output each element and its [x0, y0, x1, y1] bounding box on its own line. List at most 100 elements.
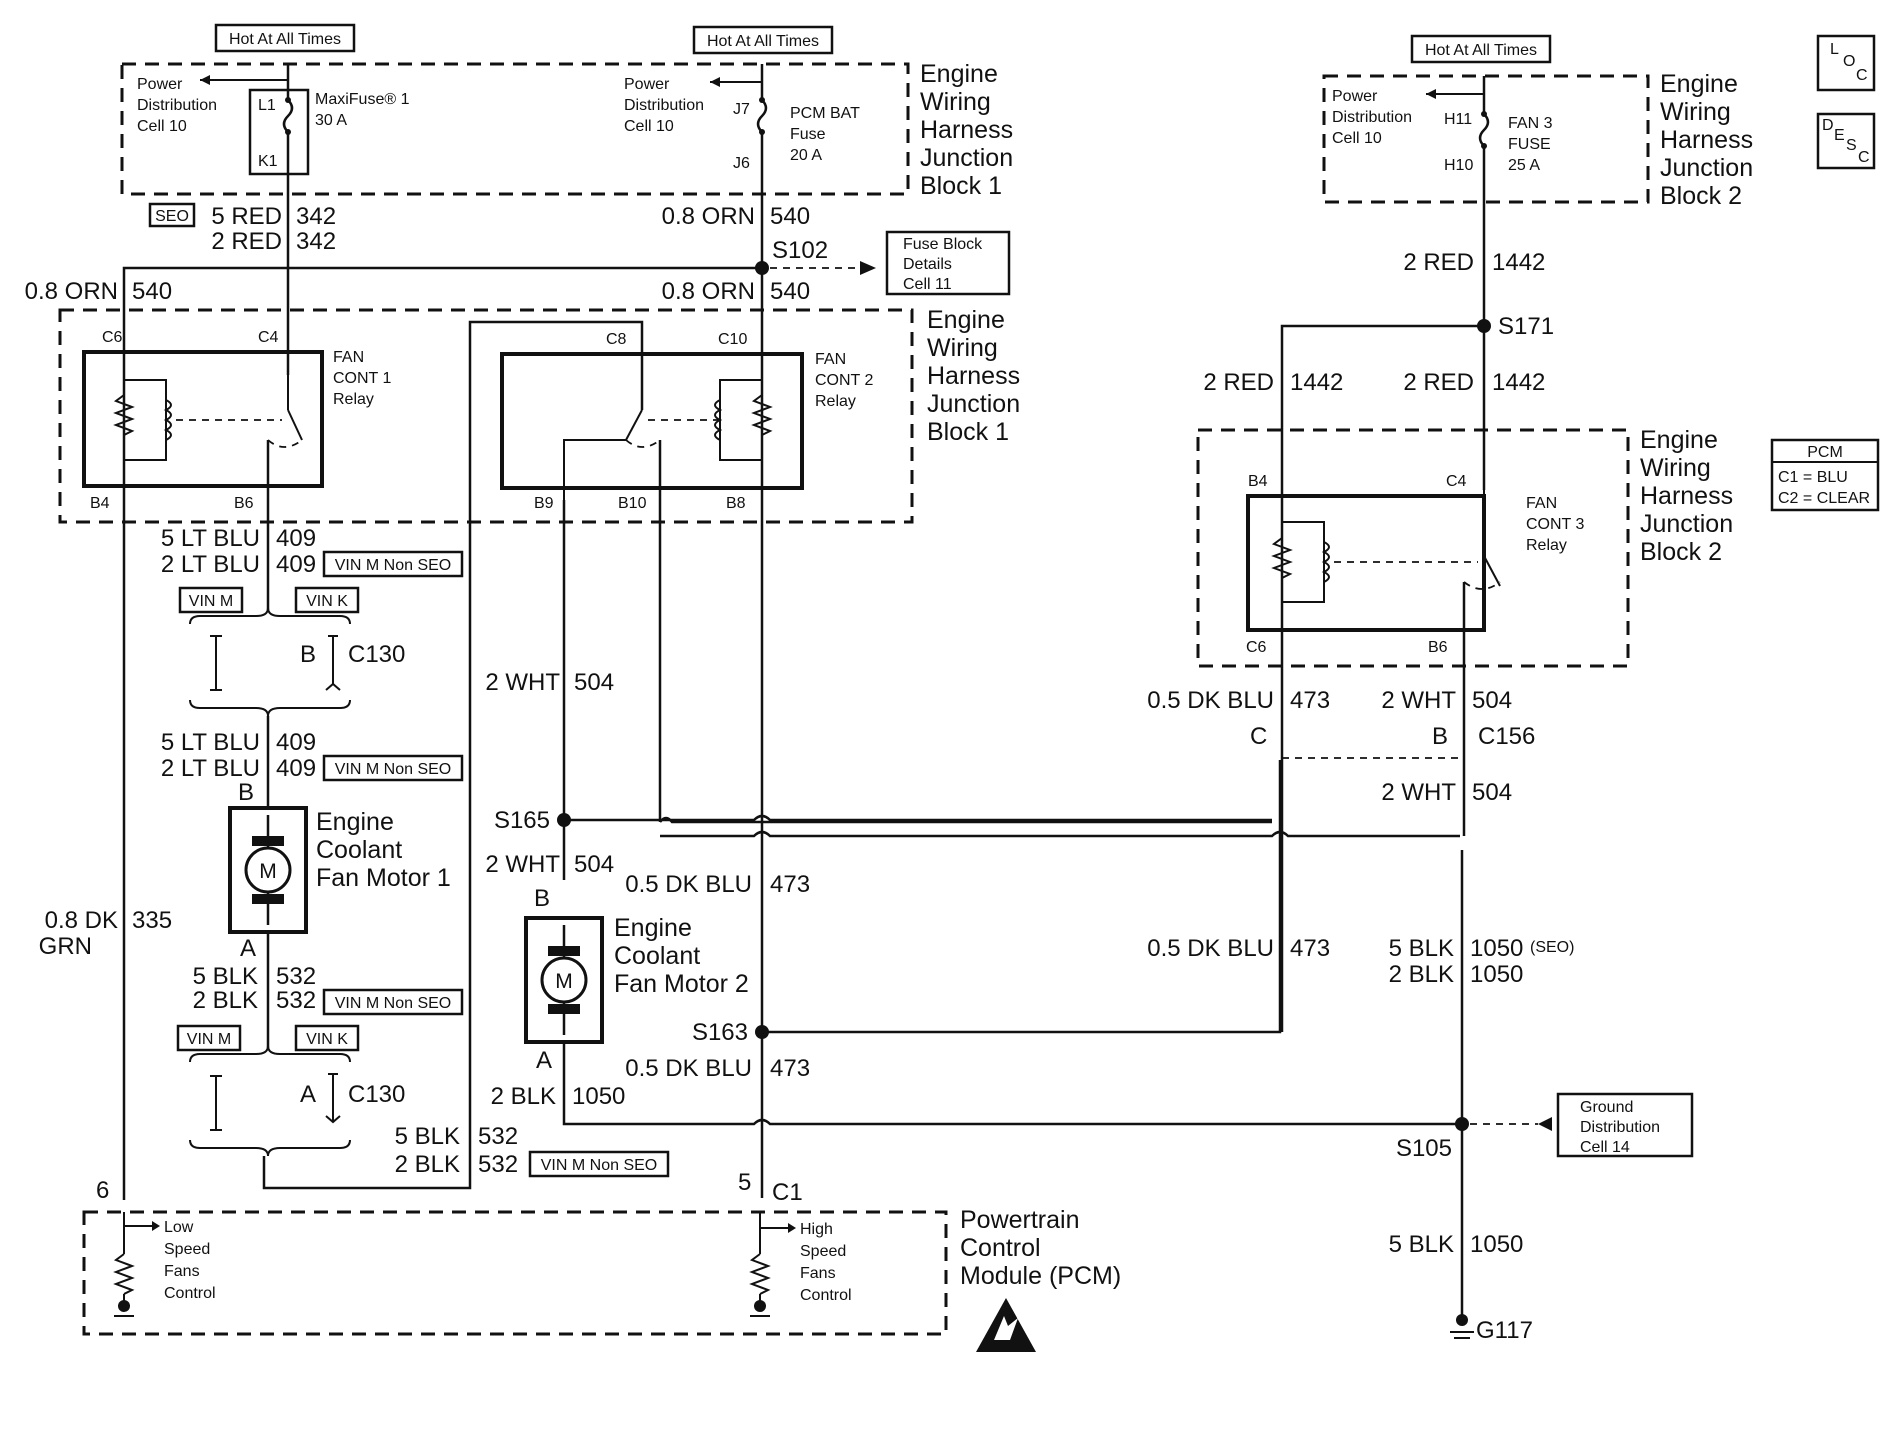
engine-coolant-fan-motor-1: M Engine Coolant Fan Motor 1: [228, 806, 451, 934]
svg-text:Hot At All Times: Hot At All Times: [229, 31, 341, 48]
svg-text:Speed: Speed: [800, 1243, 846, 1260]
fan3-fuse: H11 H10 FAN 3 FUSE 25 A: [1444, 76, 1553, 490]
svg-text:H10: H10: [1444, 157, 1473, 174]
svg-text:342: 342: [296, 228, 336, 255]
svg-text:Cell 10: Cell 10: [624, 118, 674, 135]
svg-text:Power: Power: [137, 76, 183, 93]
svg-text:Hot At All Times: Hot At All Times: [707, 33, 819, 50]
svg-text:C: C: [1250, 723, 1267, 750]
svg-text:Relay: Relay: [1526, 537, 1567, 554]
svg-text:0.8 ORN: 0.8 ORN: [662, 203, 755, 230]
svg-text:Harness: Harness: [920, 116, 1013, 144]
vin-k-tag-1: VIN K: [294, 586, 360, 614]
svg-text:Distribution: Distribution: [1332, 109, 1412, 126]
svg-text:Wiring: Wiring: [920, 88, 991, 116]
svg-text:C2 = CLEAR: C2 = CLEAR: [1778, 490, 1870, 507]
svg-text:A: A: [240, 935, 256, 962]
wire-473-label-b: 0.5 DK BLU 473: [625, 1055, 810, 1082]
svg-text:5 BLK: 5 BLK: [1389, 1231, 1454, 1258]
svg-text:C10: C10: [718, 331, 747, 348]
svg-text:B: B: [238, 779, 254, 806]
svg-text:Fuse: Fuse: [790, 126, 826, 143]
svg-text:Engine: Engine: [920, 60, 998, 88]
svg-text:540: 540: [770, 278, 810, 305]
svg-text:2 BLK: 2 BLK: [193, 987, 258, 1014]
svg-text:C4: C4: [258, 329, 279, 346]
svg-text:J7: J7: [733, 101, 750, 118]
svg-text:Fan Motor 1: Fan Motor 1: [316, 864, 451, 892]
svg-text:1442: 1442: [1492, 249, 1545, 276]
svg-text:2 RED: 2 RED: [1403, 369, 1474, 396]
pcm-label: Powertrain Control Module (PCM): [960, 1206, 1121, 1290]
svg-text:532: 532: [276, 987, 316, 1014]
svg-text:C1 = BLU: C1 = BLU: [1778, 469, 1848, 486]
svg-text:A: A: [536, 1047, 552, 1074]
svg-text:C4: C4: [1446, 473, 1467, 490]
wire-335-label: 0.8 DK GRN 335: [39, 907, 172, 960]
ground-distribution-tag: Ground Distribution Cell 14: [1556, 1092, 1694, 1158]
svg-text:Engine: Engine: [1640, 426, 1718, 454]
svg-text:335: 335: [132, 907, 172, 934]
svg-text:VIN M Non SEO: VIN M Non SEO: [335, 761, 451, 778]
svg-text:0.5 DK BLU: 0.5 DK BLU: [625, 871, 752, 898]
svg-text:Junction: Junction: [927, 390, 1020, 418]
svg-text:Engine: Engine: [316, 808, 394, 836]
svg-text:2 RED: 2 RED: [1403, 249, 1474, 276]
svg-text:5 LT BLU: 5 LT BLU: [161, 729, 260, 756]
svg-text:Relay: Relay: [815, 393, 856, 410]
svg-text:473: 473: [1290, 687, 1330, 714]
svg-text:B10: B10: [618, 495, 647, 512]
svg-text:Block 1: Block 1: [927, 418, 1009, 446]
svg-text:Wiring: Wiring: [1660, 98, 1731, 126]
svg-text:540: 540: [770, 203, 810, 230]
svg-text:Distribution: Distribution: [137, 97, 217, 114]
svg-text:Details: Details: [903, 256, 952, 273]
loc-tag: L O C: [1816, 34, 1876, 92]
svg-text:Distribution: Distribution: [1580, 1119, 1660, 1136]
svg-text:532: 532: [276, 963, 316, 990]
power-distribution-label-2: Power Distribution Cell 10: [624, 76, 704, 135]
svg-text:H11: H11: [1444, 111, 1472, 128]
splice-s105: [1455, 1117, 1469, 1131]
svg-text:Engine: Engine: [927, 306, 1005, 334]
svg-text:B6: B6: [234, 495, 254, 512]
svg-text:2 WHT: 2 WHT: [485, 851, 560, 878]
svg-text:FAN 3: FAN 3: [1508, 115, 1553, 132]
ewhjb2-label-top: Engine Wiring Harness Junction Block 2: [1660, 70, 1753, 210]
svg-text:VIN M Non SEO: VIN M Non SEO: [335, 557, 451, 574]
svg-text:Cell 10: Cell 10: [1332, 130, 1382, 147]
fan-cont-1-relay: C6 C4 B4 B6 FAN CONT 1 Relay: [82, 329, 391, 512]
desc-tag: D E S C: [1816, 112, 1876, 170]
svg-text:5 BLK: 5 BLK: [1389, 935, 1454, 962]
svg-text:VIN K: VIN K: [306, 1031, 348, 1048]
svg-text:FAN: FAN: [333, 349, 364, 366]
svg-text:5 LT BLU: 5 LT BLU: [161, 525, 260, 552]
svg-text:Ground: Ground: [1580, 1099, 1633, 1116]
svg-text:2 LT BLU: 2 LT BLU: [161, 755, 260, 782]
svg-text:Coolant: Coolant: [614, 942, 700, 970]
svg-text:Fans: Fans: [800, 1265, 836, 1282]
svg-text:B: B: [300, 641, 316, 668]
hot-at-all-times-tag-2: Hot At All Times: [692, 25, 834, 55]
svg-text:VIN M Non SEO: VIN M Non SEO: [335, 995, 451, 1012]
wire-473-label-c: 0.5 DK BLU 473: [1147, 687, 1330, 714]
wire-532-labels-bottom: 5 BLK 532 2 BLK 532: [395, 1123, 518, 1178]
ewhjb2-label-relay: Engine Wiring Harness Junction Block 2: [1640, 426, 1733, 566]
hot-at-all-times-tag-1: Hot At All Times: [214, 23, 356, 53]
svg-text:CONT 1: CONT 1: [333, 370, 391, 387]
svg-text:B6: B6: [1428, 639, 1448, 656]
wire-342-labels: 5 RED 342 2 RED 342: [211, 203, 336, 255]
wire-1442-label-b: 2 RED 1442: [1203, 369, 1343, 396]
svg-text:Block 2: Block 2: [1640, 538, 1722, 566]
svg-text:2 LT BLU: 2 LT BLU: [161, 551, 260, 578]
svg-text:473: 473: [770, 871, 810, 898]
svg-text:C6: C6: [1246, 639, 1267, 656]
wire-473-label-d: 0.5 DK BLU 473: [1147, 935, 1330, 962]
svg-text:PCM: PCM: [1807, 444, 1843, 461]
powertrain-control-module: [82, 1210, 948, 1336]
svg-text:O: O: [1843, 53, 1855, 70]
svg-text:0.8 ORN: 0.8 ORN: [25, 278, 118, 305]
svg-text:PCM BAT: PCM BAT: [790, 105, 860, 122]
svg-text:S171: S171: [1498, 313, 1554, 340]
